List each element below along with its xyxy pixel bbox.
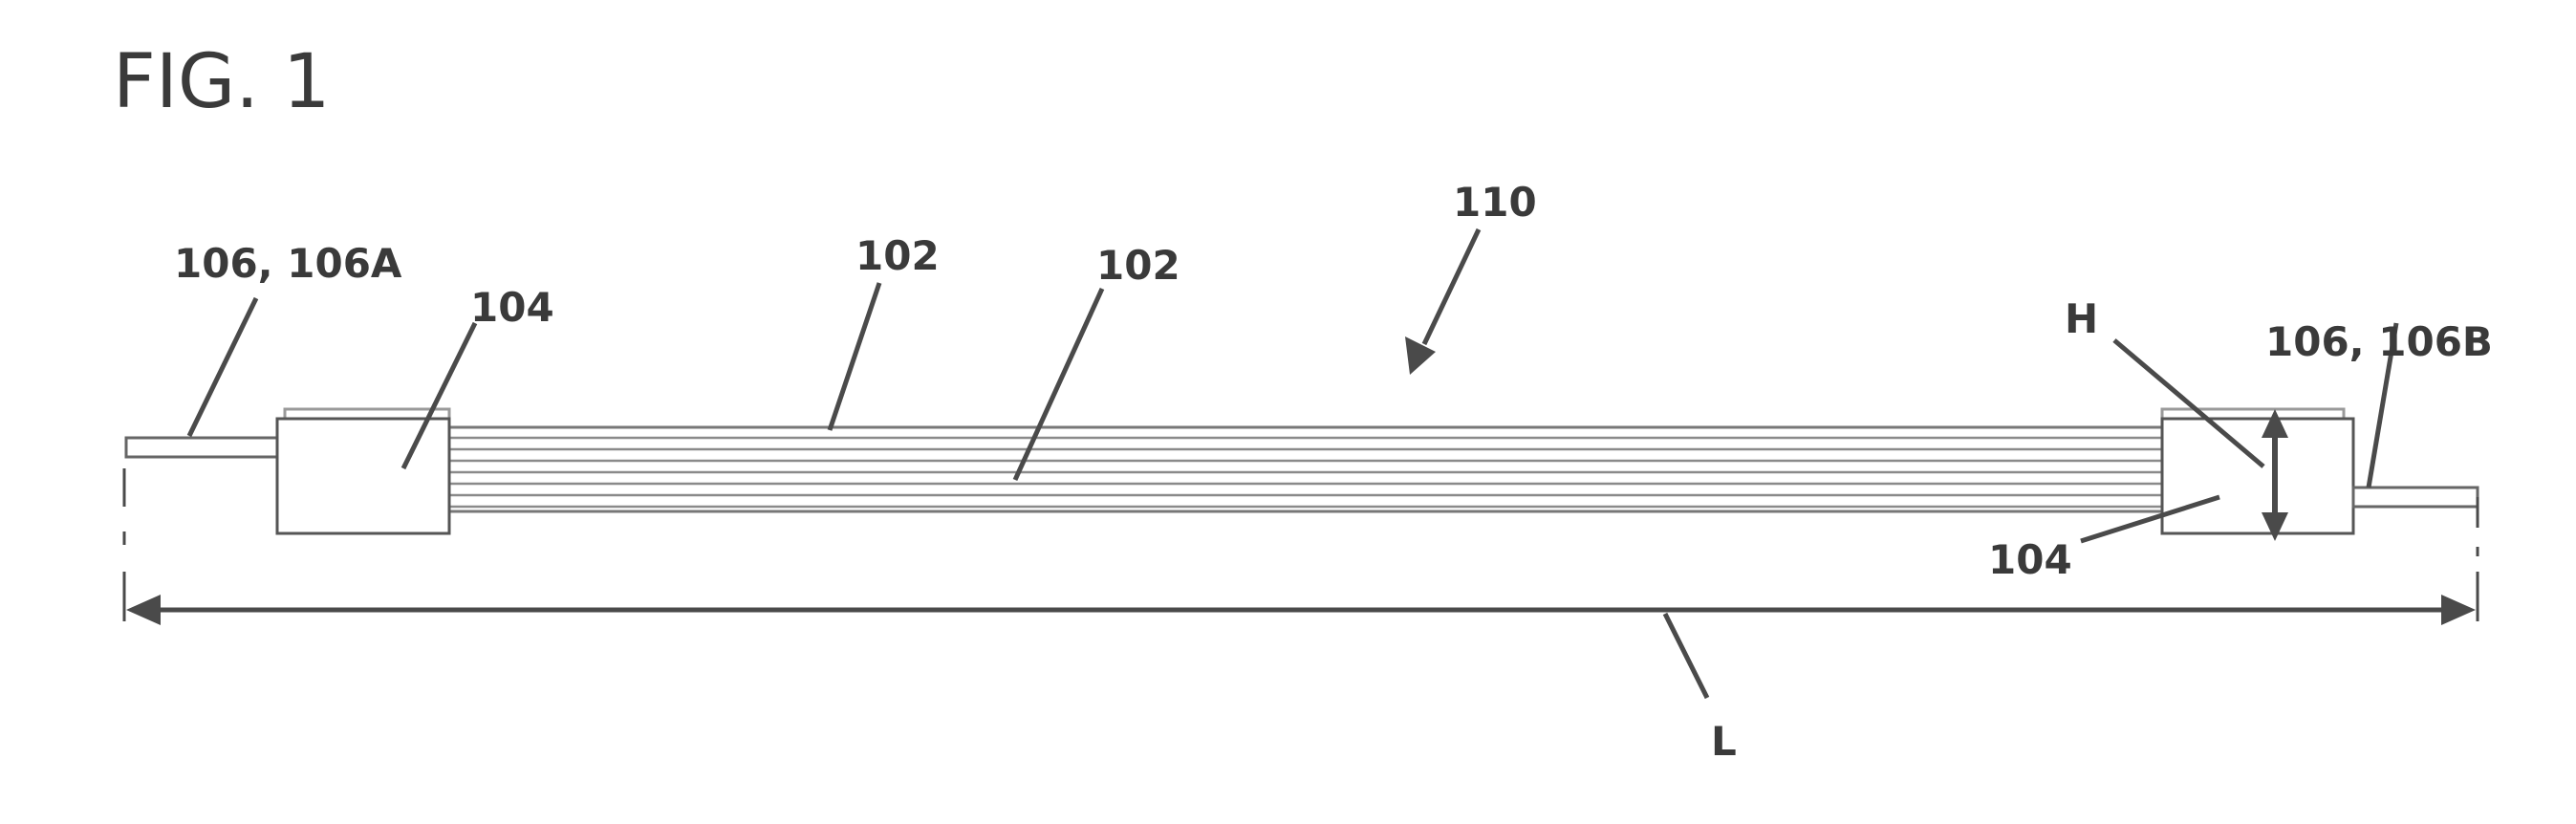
label-connector-left: 106, 106A <box>174 240 402 287</box>
label-fiber-b: 102 <box>1096 242 1180 289</box>
label-fiber-a: 102 <box>855 232 940 279</box>
label-connector-right: 106, 106B <box>2265 318 2493 365</box>
label-height: H <box>2065 295 2098 342</box>
fiber-bundle <box>277 425 2193 513</box>
length-dimension-arrow <box>126 595 2476 625</box>
connector-left <box>124 436 281 459</box>
label-end-cap-right: 104 <box>1988 536 2072 583</box>
label-assembly: 110 <box>1453 179 1537 226</box>
label-length: L <box>1711 718 1737 765</box>
end-cap-right <box>2160 407 2355 535</box>
figure-title: FIG. 1 <box>113 39 331 125</box>
leader-lines <box>186 228 2399 700</box>
height-dimension-arrow <box>2262 409 2288 541</box>
connector-right <box>2351 486 2479 509</box>
end-cap-left <box>275 407 451 535</box>
length-extension-lines <box>122 468 2479 621</box>
label-end-cap-left: 104 <box>470 284 554 331</box>
